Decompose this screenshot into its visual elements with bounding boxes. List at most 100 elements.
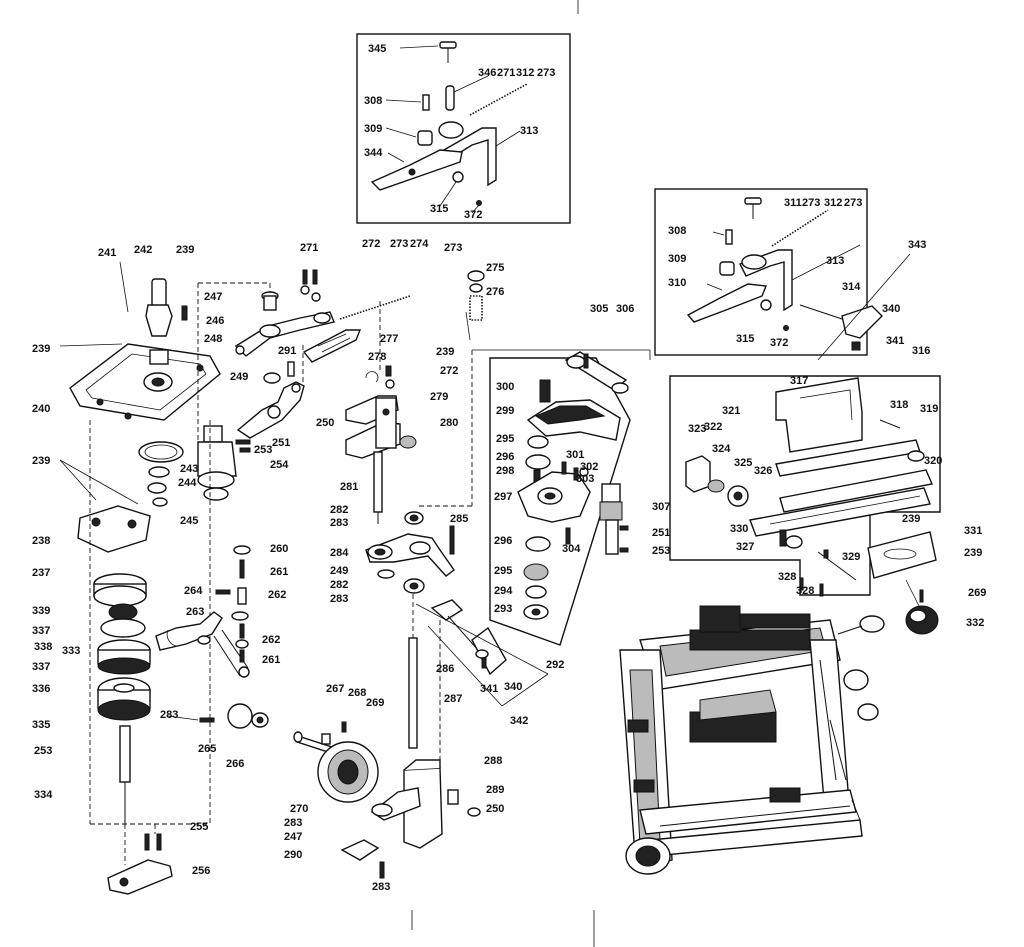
callout-273b: 273 [390,238,408,250]
callout-342: 342 [510,715,528,727]
callout-283a: 283 [160,709,178,721]
right-centre-assembly [472,349,651,646]
callout-334: 334 [34,789,53,801]
callout-256: 256 [192,865,210,877]
callout-268: 268 [348,687,366,699]
far-right-assembly [669,375,941,635]
callout-295a: 295 [496,433,514,445]
callout-253b: 253 [34,745,52,757]
callout-283b: 283 [330,517,348,529]
callout-273a: 273 [537,67,555,79]
callout-319: 319 [920,403,938,415]
callout-238: 238 [32,535,50,547]
callout-341b: 341 [886,335,904,347]
callout-297: 297 [494,491,512,503]
callout-312b: 312 [824,197,842,209]
callout-307: 307 [652,501,670,513]
callout-269b: 269 [968,587,986,599]
callout-243: 243 [180,463,198,475]
callout-309a: 309 [364,123,382,135]
callout-335: 335 [32,719,50,731]
callout-315a: 315 [430,203,448,215]
callout-253a: 253 [254,444,272,456]
callout-242: 242 [134,244,152,256]
callout-339: 339 [32,605,50,617]
callout-239b: 239 [32,343,50,355]
callout-248: 248 [204,333,222,345]
callout-303: 303 [576,473,594,485]
callout-293: 293 [494,603,512,615]
callout-285: 285 [450,513,468,525]
callout-372b: 372 [770,337,788,349]
callout-315b: 315 [736,333,754,345]
callout-318: 318 [890,399,908,411]
callout-340b: 340 [882,303,900,315]
callout-269a: 269 [366,697,384,709]
callout-261b: 261 [262,654,280,666]
callout-296a: 296 [496,451,514,463]
callout-261a: 261 [270,566,288,578]
left-centre-parts [155,545,379,803]
callout-239e: 239 [902,513,920,525]
callout-286: 286 [436,663,454,675]
callout-labels: 345 346 271 312 273 308 309 313 344 315 … [32,43,986,893]
upper-linkage [197,269,411,470]
machine-frame [619,605,885,875]
callout-372a: 372 [464,209,482,221]
callout-250a: 250 [316,417,334,429]
callout-280: 280 [440,417,458,429]
callout-265: 265 [198,743,216,755]
callout-266: 266 [226,758,244,770]
callout-262b: 262 [262,634,280,646]
callout-247b: 247 [284,831,302,843]
callout-302: 302 [580,461,598,473]
callout-274: 274 [410,238,429,250]
callout-264: 264 [184,585,203,597]
callout-325: 325 [734,457,752,469]
callout-344a: 344 [364,147,383,159]
callout-239c: 239 [436,346,454,358]
callout-313a: 313 [520,125,538,137]
callout-336: 336 [32,683,50,695]
callout-300: 300 [496,381,514,393]
callout-340a: 340 [504,681,522,693]
callout-338: 338 [34,641,52,653]
callout-250b: 250 [486,803,504,815]
callout-289: 289 [486,784,504,796]
callout-313b: 313 [826,255,844,267]
callout-239d: 239 [32,455,50,467]
callout-306: 306 [616,303,634,315]
callout-292: 292 [546,659,564,671]
callout-330: 330 [730,523,748,535]
callout-294: 294 [494,585,513,597]
callout-249a: 249 [230,371,248,383]
callout-255: 255 [190,821,208,833]
callout-237: 237 [32,567,50,579]
callout-244: 244 [178,477,197,489]
callout-273d: 273 [802,197,820,209]
callout-263: 263 [186,606,204,618]
callout-311: 311 [784,197,802,209]
callout-308a: 308 [364,95,382,107]
callout-324: 324 [712,443,731,455]
callout-308b: 308 [668,225,686,237]
callout-273e: 273 [844,197,862,209]
callout-283e: 283 [372,881,390,893]
callout-346a: 346 [478,67,496,79]
callout-251a: 251 [272,437,290,449]
callout-287: 287 [444,693,462,705]
callout-276: 276 [486,286,504,298]
callout-320: 320 [924,455,942,467]
callout-245: 245 [180,515,198,527]
callout-298: 298 [496,465,514,477]
callout-279: 279 [430,391,448,403]
callout-284: 284 [330,547,349,559]
callout-310: 310 [668,277,686,289]
callout-304: 304 [562,543,581,555]
callout-301: 301 [566,449,584,461]
callout-290: 290 [284,849,302,861]
callout-291: 291 [278,345,296,357]
callout-281: 281 [340,481,358,493]
top-inset-assembly [356,33,571,224]
callout-312a: 312 [516,67,534,79]
